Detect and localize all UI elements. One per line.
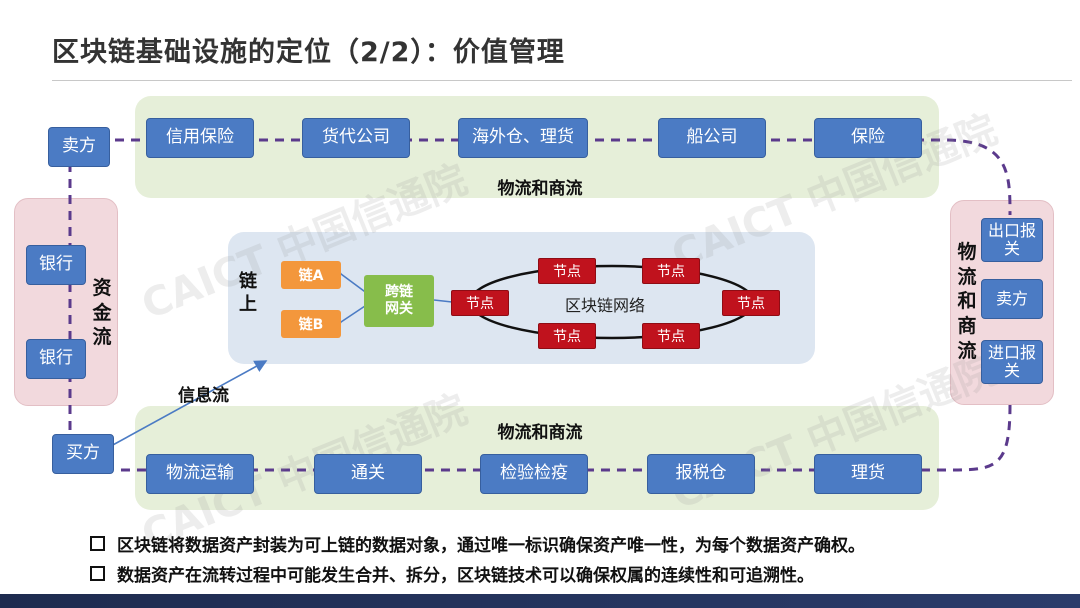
onchain-label: 链上 xyxy=(239,271,257,316)
chain-link-lines xyxy=(328,262,453,334)
bullet-item: 区块链将数据资产封装为可上链的数据对象，通过唯一标识确保资产唯一性，为每个数据资… xyxy=(90,528,1070,558)
customs-clearance-box: 通关 xyxy=(314,454,422,494)
top-flow-label: 物流和商流 xyxy=(497,179,583,199)
bank-box-2: 银行 xyxy=(26,339,86,379)
shipping-company-box: 船公司 xyxy=(658,118,766,158)
overseas-warehouse-box: 海外仓、理货 xyxy=(458,118,588,158)
insurance-credit-box: 信用保险 xyxy=(146,118,254,158)
funds-flow-label: 资金流 xyxy=(92,277,112,349)
logistics-transport-box: 物流运输 xyxy=(146,454,254,494)
inspection-quarantine-box: 检验检疫 xyxy=(480,454,588,494)
buyer-left-box: 买方 xyxy=(52,434,114,474)
tally-box: 理货 xyxy=(814,454,922,494)
node-top-1: 节点 xyxy=(538,258,596,284)
bonded-warehouse-box: 报税仓 xyxy=(647,454,755,494)
onchain-panel xyxy=(228,232,815,364)
info-flow-arrow xyxy=(99,360,268,453)
node-right: 节点 xyxy=(722,290,780,316)
bullet-list: 区块链将数据资产封装为可上链的数据对象，通过唯一标识确保资产唯一性，为每个数据资… xyxy=(90,528,1070,588)
right-flow-label: 物流和商流 xyxy=(957,241,977,362)
checkbox-square-icon xyxy=(90,565,105,581)
chain-a-box: 链A xyxy=(281,261,341,289)
node-bottom-1: 节点 xyxy=(538,323,596,349)
insurance-box: 保险 xyxy=(814,118,922,158)
info-flow-label: 信息流 xyxy=(178,386,229,406)
bank-box-1: 银行 xyxy=(26,245,86,285)
bullet-item: 数据资产在流转过程中可能发生合并、拆分，区块链技术可以确保权属的连续性和可追溯性… xyxy=(90,558,1070,588)
node-top-2: 节点 xyxy=(642,258,700,284)
seller-right-box: 卖方 xyxy=(981,279,1043,319)
checkbox-square-icon xyxy=(90,535,105,551)
blockchain-network-label: 区块链网络 xyxy=(565,296,646,315)
export-customs-box: 出口报关 xyxy=(981,218,1043,262)
chain-b-box: 链B xyxy=(281,310,341,338)
cross-chain-gateway-box: 跨链网关 xyxy=(364,275,434,327)
import-customs-box: 进口报关 xyxy=(981,340,1043,384)
dashed-flow-loop xyxy=(68,138,1012,472)
freight-forwarder-box: 货代公司 xyxy=(302,118,410,158)
bottom-flow-label: 物流和商流 xyxy=(497,423,583,443)
node-left: 节点 xyxy=(451,290,509,316)
node-bottom-2: 节点 xyxy=(642,323,700,349)
seller-left-box: 卖方 xyxy=(48,127,110,167)
footer-bar xyxy=(0,594,1080,608)
title-divider xyxy=(52,80,1072,81)
page-title: 区块链基础设施的定位（2/2）：价值管理 xyxy=(52,37,565,68)
